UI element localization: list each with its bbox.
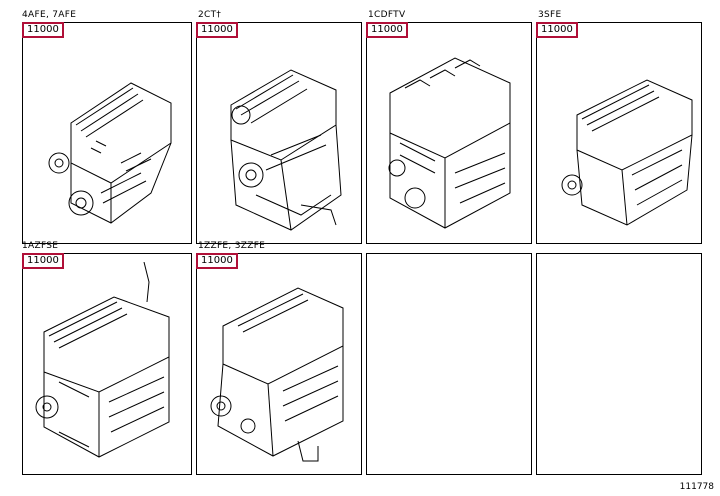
engine-label-3sfe: 3SFE bbox=[538, 10, 562, 20]
engine-assembly-icon bbox=[29, 262, 184, 467]
engine-assembly-icon bbox=[41, 53, 181, 233]
part-number-box[interactable]: 11000 bbox=[366, 22, 408, 38]
engine-assembly-icon bbox=[203, 276, 353, 471]
engine-cell-4afe[interactable]: 11000 bbox=[22, 22, 192, 244]
part-number-box[interactable]: 11000 bbox=[22, 253, 64, 269]
part-number-box[interactable]: 11000 bbox=[196, 22, 238, 38]
engine-assembly-icon bbox=[211, 45, 351, 240]
engine-cell-2ct[interactable]: 11000 bbox=[196, 22, 362, 244]
engine-assembly-icon bbox=[375, 43, 525, 238]
engine-label-4afe: 4AFE, 7AFE bbox=[22, 10, 77, 20]
diagram-reference-number: 111778 bbox=[679, 482, 714, 492]
engine-assembly-icon bbox=[557, 55, 697, 235]
engine-cell-1azfse[interactable]: 11000 bbox=[22, 253, 192, 475]
engine-label-1zzfe: 1ZZFE, 3ZZFE bbox=[198, 241, 266, 251]
engine-label-2ct: 2CT† bbox=[198, 10, 222, 20]
empty-cell bbox=[366, 253, 532, 475]
engine-cell-1zzfe[interactable]: 11000 bbox=[196, 253, 362, 475]
engine-label-1azfse: 1AZFSE bbox=[22, 241, 59, 251]
engine-label-1cdftv: 1CDFTV bbox=[368, 10, 406, 20]
part-number-box[interactable]: 11000 bbox=[22, 22, 64, 38]
empty-cell bbox=[536, 253, 702, 475]
engine-cell-3sfe[interactable]: 11000 bbox=[536, 22, 702, 244]
part-number-box[interactable]: 11000 bbox=[536, 22, 578, 38]
part-number-box[interactable]: 11000 bbox=[196, 253, 238, 269]
engine-cell-1cdftv[interactable]: 11000 bbox=[366, 22, 532, 244]
